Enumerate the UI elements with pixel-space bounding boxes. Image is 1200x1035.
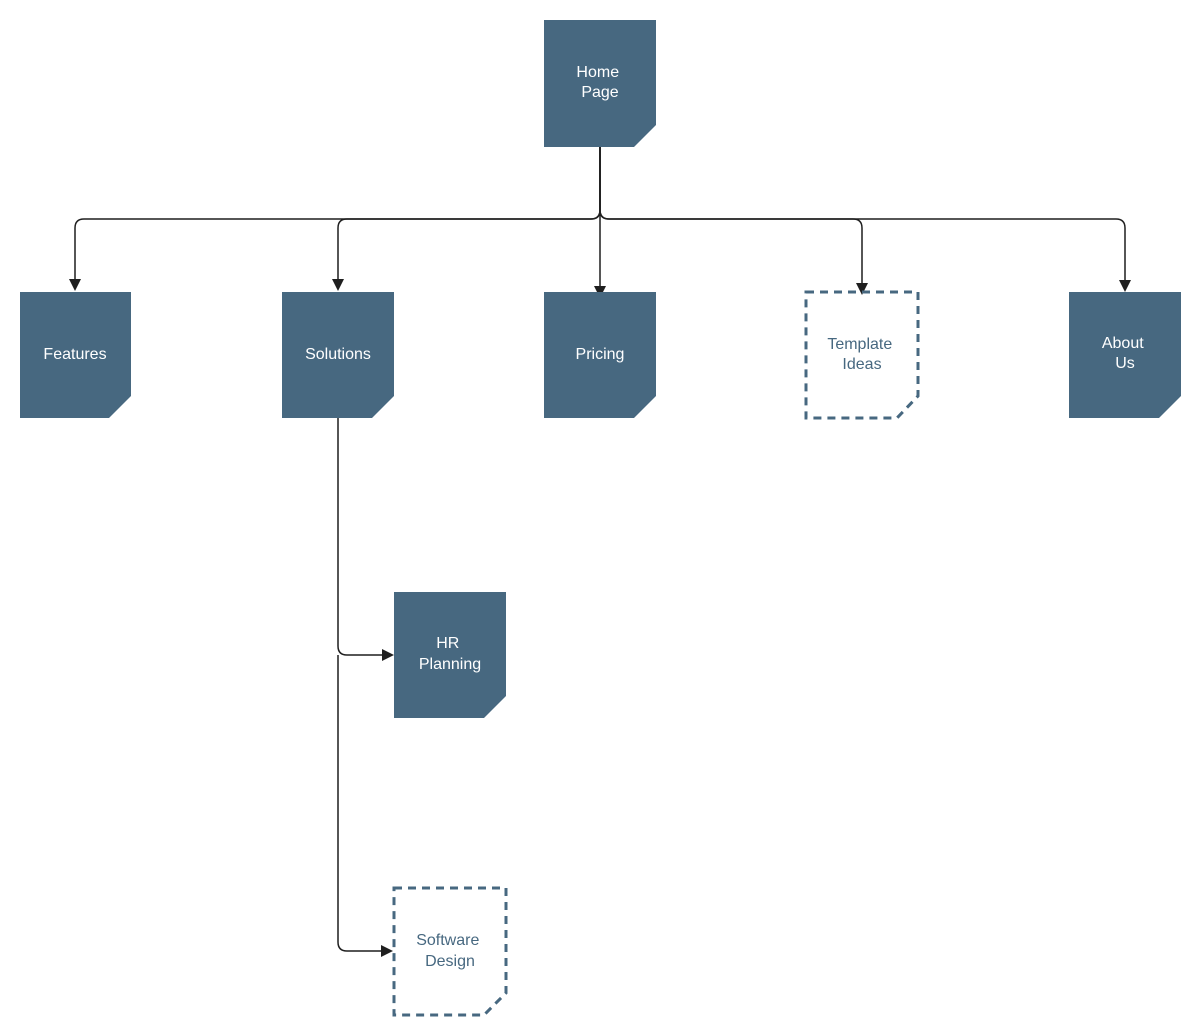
node-shape [20, 292, 131, 418]
svg-text:HR Planning: HR Planning [419, 635, 481, 673]
node-label-line: Ideas [842, 356, 881, 373]
node-hr-planning[interactable]: HR Planning [394, 592, 506, 718]
node-shape [392, 886, 508, 1017]
edge-home-to-solutions [332, 147, 601, 291]
edge-solutions-to-hr-planning [337, 418, 394, 661]
node-label-line: Software [416, 932, 479, 949]
node-label-line: Features [43, 346, 106, 363]
svg-text:Software Design: Software Design [416, 932, 484, 970]
svg-text:Pricing: Pricing [576, 346, 625, 363]
svg-text:About Us: About Us [1102, 335, 1148, 372]
node-features[interactable]: Features [20, 292, 131, 418]
node-label-line: Us [1115, 355, 1135, 372]
node-about-us[interactable]: About Us [1069, 292, 1181, 418]
node-shape [1069, 292, 1181, 418]
node-shape [282, 292, 394, 418]
node-software-design[interactable]: Software Design [392, 886, 508, 1017]
node-label-line: Home [576, 64, 619, 81]
node-solutions[interactable]: Solutions [282, 292, 394, 418]
node-label-line: HR [436, 635, 459, 652]
node-shape [544, 292, 656, 418]
node-shape [394, 592, 506, 718]
node-label-line: About [1102, 335, 1144, 352]
svg-text:Solutions: Solutions [305, 346, 371, 363]
node-template-ideas[interactable]: Template Ideas [804, 290, 920, 420]
node-label-line: Page [581, 84, 618, 101]
node-pricing[interactable]: Pricing [544, 292, 656, 418]
node-shape [544, 20, 656, 147]
node-label-line: Planning [419, 656, 481, 673]
edge-home-to-about-us [599, 147, 1131, 292]
connectors [69, 147, 1131, 957]
svg-text:Template Ideas: Template Ideas [827, 336, 896, 373]
node-label-line: Design [425, 953, 475, 970]
svg-text:Home Page: Home Page [576, 64, 623, 101]
svg-text:Features: Features [43, 346, 106, 363]
edge-solutions-to-software-design [337, 655, 393, 957]
edge-home-to-template-ideas [599, 147, 868, 295]
node-shape [804, 290, 920, 420]
node-home-page[interactable]: Home Page [544, 20, 656, 147]
node-label-line: Solutions [305, 346, 371, 363]
node-label-line: Pricing [576, 346, 625, 363]
node-label-line: Template [827, 336, 892, 353]
